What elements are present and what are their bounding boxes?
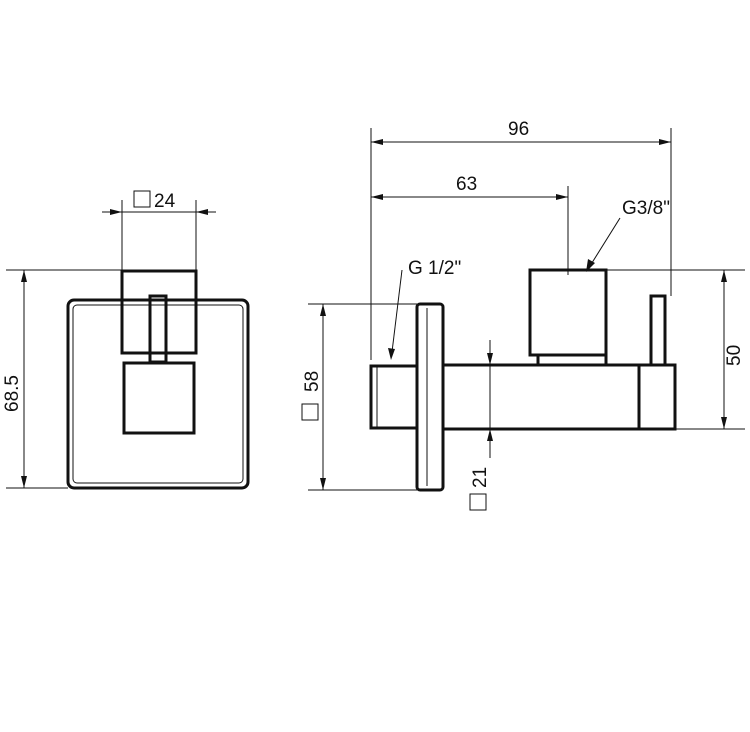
- outlet-distance-dim-text: 63: [456, 174, 477, 195]
- side-lever: [649, 294, 667, 367]
- side-handle-head: [637, 363, 677, 431]
- body-square-symbol: [469, 493, 487, 511]
- front-handle-cap: [120, 269, 198, 355]
- overall-length-dim-text: 96: [508, 119, 529, 140]
- front-flange-inner: [72, 304, 244, 484]
- side-view: 96 63 G3/8" G 1/2" 50 58 21: [301, 119, 745, 511]
- flange-square-symbol: [301, 403, 319, 421]
- side-flange: [415, 302, 445, 492]
- flange-dim-text: 58: [302, 371, 323, 392]
- front-width-dim-text: 24: [154, 191, 176, 212]
- front-valve-body: [122, 361, 196, 435]
- body-dim-text: 21: [470, 467, 491, 488]
- side-handle-cap: [528, 268, 608, 357]
- side-inlet-thread: [369, 364, 419, 430]
- front-height-dim-text: 68.5: [2, 375, 23, 412]
- side-body: [441, 363, 641, 431]
- inlet-thread-label: G 1/2": [408, 258, 461, 279]
- front-flange-plate: [66, 298, 250, 490]
- front-width-square-symbol: [133, 190, 151, 208]
- side-height-dim-text: 50: [724, 345, 745, 366]
- outlet-thread-label: G3/8": [622, 198, 670, 219]
- front-view: 24 68.5: [2, 190, 250, 490]
